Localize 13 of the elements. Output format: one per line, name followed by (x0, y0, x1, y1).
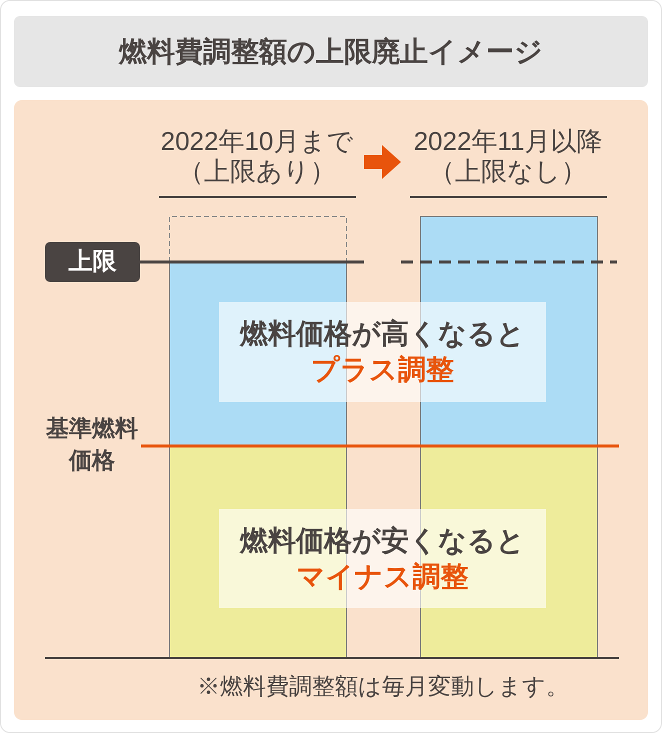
title-banner: 燃料費調整額の上限廃止イメージ (14, 16, 648, 87)
adjustment-text: マイナス調整 (296, 560, 468, 594)
text-panel (219, 302, 546, 402)
condition-text: 燃料価格が高くなると (240, 317, 525, 351)
arrow (364, 145, 401, 179)
column-heading: 2022年11月以降（上限なし） (412, 126, 604, 186)
adjustment-text: プラス調整 (311, 353, 454, 387)
baseline-label: 基準燃料価格 (45, 414, 139, 475)
column-heading: 2022年10月まで（上限あり） (160, 126, 354, 186)
limit-tag: 上限 (45, 242, 140, 282)
footnote: ※燃料費調整額は毎月変動します。 (197, 672, 569, 701)
condition-text: 燃料価格が安くなると (240, 524, 525, 558)
text-panel (219, 509, 546, 608)
